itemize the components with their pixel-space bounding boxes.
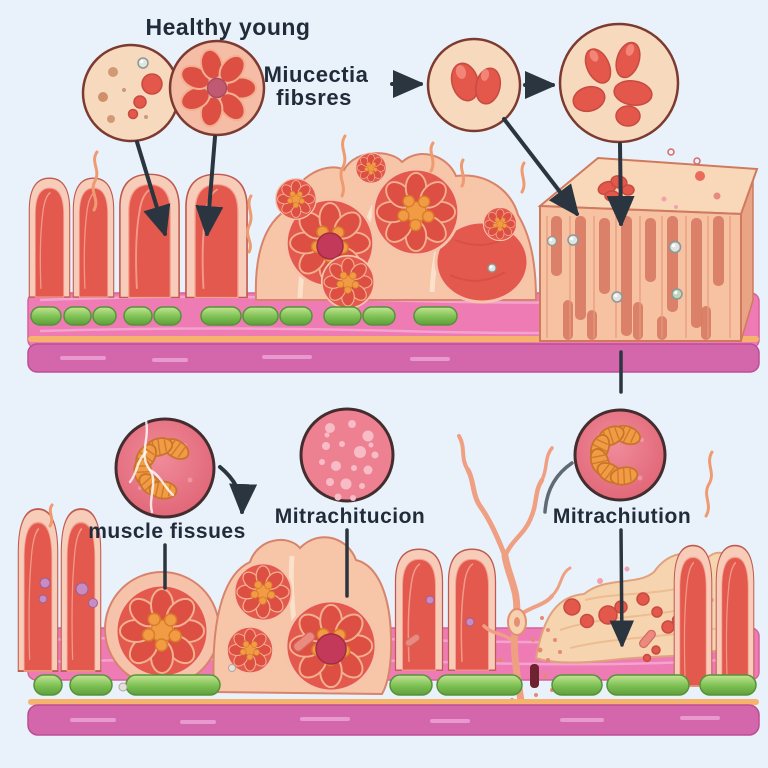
inset-healthy-fiber-speckled — [81, 43, 181, 143]
label-muscle-tissues: muscle fissues — [88, 520, 246, 543]
inset-nucleus-pair — [426, 37, 522, 133]
bottom-band-layers — [27, 664, 760, 736]
inset-speckled-mitochondrion — [299, 407, 395, 503]
bottom-muscle-fibers-mid — [394, 548, 497, 672]
label-healthy-young: Healthy young — [146, 14, 311, 40]
top-tissue-band — [27, 134, 760, 373]
arrow-inset1-to-fiber — [135, 140, 165, 234]
arrow-nuclei-to-cube — [620, 142, 621, 226]
label-mitochondria-mid: Mitrachitucion — [275, 505, 426, 528]
arrow-inset2-to-fiber — [207, 135, 215, 236]
branched-structure — [457, 434, 572, 705]
top-muscle-fibers-left — [28, 173, 249, 299]
label-muscle-fibres-2: fibsres — [276, 85, 352, 110]
top-annotation-arrows — [135, 84, 621, 394]
bottom-muscle-fibers-left — [17, 503, 102, 673]
arrow-to-degenerated-tissue — [621, 528, 622, 647]
bottom-tissue-band — [17, 434, 760, 736]
inset-nuclei-cluster — [558, 22, 680, 156]
capillary-squiggle — [91, 150, 99, 212]
inset-healthy-fiber-rosette — [168, 39, 266, 137]
bottom-annotation-arrows — [163, 461, 622, 647]
curved-line-to-inset3 — [543, 461, 574, 514]
bottom-fascicle-mound — [212, 536, 393, 696]
label-mitochondria-right: Mitrachiution — [553, 505, 691, 528]
inset-muscle-tissue-mito — [114, 417, 216, 519]
bottom-cross-section-1 — [104, 571, 220, 687]
label-muscle-fibres-1: Miucectia — [264, 62, 369, 87]
fascicle-mound — [254, 152, 538, 310]
muscle-tissue-cube — [537, 156, 759, 342]
inset-mitochondria-chain — [573, 408, 667, 502]
arrow-nucleus-to-cube — [502, 117, 577, 214]
curved-arrow-right-of-inset1 — [218, 465, 242, 514]
